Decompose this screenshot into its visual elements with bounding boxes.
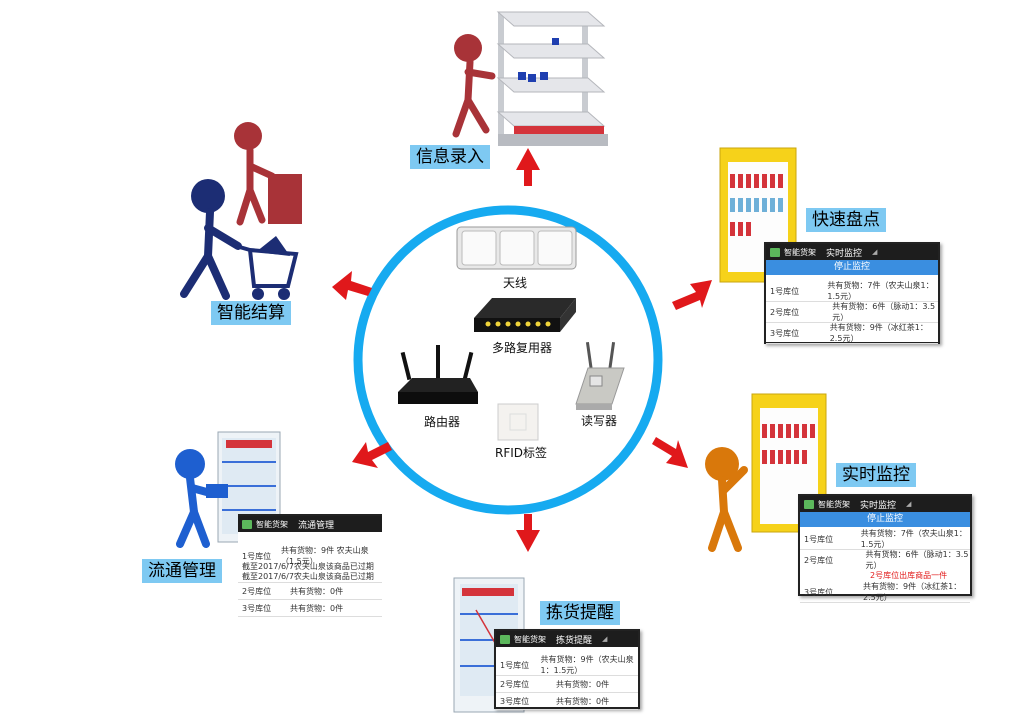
rfid-tag bbox=[497, 403, 539, 441]
panel-titlebar: 智能货架 实时监控 ◢ bbox=[800, 496, 970, 512]
reader-device bbox=[575, 342, 625, 410]
dropdown-icon[interactable]: ◢ bbox=[602, 635, 608, 643]
screen-title: 实时监控 bbox=[826, 248, 863, 259]
stop-monitor-button[interactable]: 停止监控 bbox=[766, 260, 938, 275]
slot-info: 共有货物：9件（农夫山泉1：1.5元） bbox=[540, 655, 634, 675]
app-name: 智能货架 bbox=[514, 634, 546, 644]
panel-quick-inventory: 智能货架 实时监控 ◢ 停止监控 1号库位 共有货物：7件（农夫山泉1：1.5元）… bbox=[764, 242, 940, 344]
arrow-upper-right bbox=[672, 280, 712, 310]
alert-text: 2号库位出库商品一件 bbox=[870, 571, 948, 580]
slot-label: 3号库位 bbox=[770, 328, 800, 338]
slot-label: 1号库位 bbox=[500, 660, 530, 670]
slot-info: 共有货物：0件 bbox=[556, 696, 610, 706]
list-item: 2号库位 共有货物：6件（脉动1：3.5元） bbox=[766, 302, 938, 323]
panel-titlebar: 智能货架 拣货提醒 ◢ bbox=[496, 631, 638, 647]
slot-label: 2号库位 bbox=[770, 307, 800, 317]
slot-info: 共有货物：0件 bbox=[556, 679, 610, 689]
arrow-lower-left bbox=[352, 442, 392, 468]
shopping-bag bbox=[268, 174, 302, 224]
slot-info: 共有货物：9件 农夫山泉（1.5元） bbox=[280, 546, 369, 566]
list-item: 2号库位 共有货物：0件 bbox=[238, 583, 382, 600]
slot-info: 共有货物：9件（冰红茶1：2.5元） bbox=[829, 323, 928, 343]
panel-titlebar: 智能货架 流通管理 bbox=[238, 516, 382, 532]
figure-checkout-navy bbox=[180, 179, 242, 300]
slot-info: 共有货物：7件（农夫山泉1：1.5元） bbox=[860, 529, 967, 549]
list-item: 2号库位 共有货物：6件（脉动1：3.5元） bbox=[800, 550, 970, 570]
slot-info: 共有货物：7件（农夫山泉1：1.5元） bbox=[827, 281, 934, 301]
slot-label: 3号库位 bbox=[242, 603, 272, 613]
slot-label: 1号库位 bbox=[804, 534, 834, 544]
list-item: 2号库位 共有货物：0件 bbox=[496, 676, 638, 693]
hub-ring bbox=[353, 205, 663, 515]
slot-label: 2号库位 bbox=[804, 555, 834, 565]
list-item: 3号库位 共有货物：0件 bbox=[238, 600, 382, 617]
node-flow-manage: 流通管理 bbox=[142, 559, 222, 583]
slot-info: 共有货物：9件（冰红茶1：2.5元） bbox=[863, 582, 962, 602]
arrow-up bbox=[516, 148, 540, 186]
list-item: 1号库位共有货物：9件（农夫山泉1：1.5元） bbox=[496, 655, 638, 676]
panel-titlebar: 智能货架 实时监控 ◢ bbox=[766, 244, 938, 260]
list-item: 1号库位共有货物：9件 农夫山泉（1.5元） bbox=[238, 546, 382, 566]
home-icon[interactable] bbox=[804, 499, 814, 509]
reader-label: 读写器 bbox=[581, 414, 618, 428]
stop-monitor-button[interactable]: 停止监控 bbox=[800, 512, 970, 527]
node-realtime-monitor: 实时监控 bbox=[836, 463, 916, 487]
expiry-note: 截至2017/6/7农夫山泉该商品已过期 bbox=[242, 562, 374, 571]
figure-flow bbox=[175, 449, 218, 548]
list-item: 1号库位 共有货物：7件（农夫山泉1：1.5元） bbox=[800, 529, 970, 550]
screen-title: 拣货提醒 bbox=[556, 635, 593, 646]
screen-title: 实时监控 bbox=[860, 500, 897, 511]
arrow-lower-right bbox=[652, 437, 688, 468]
list-item: 3号库位 共有货物：9件（冰红茶1：2.5元） bbox=[800, 582, 970, 603]
multiplexer-device bbox=[474, 298, 576, 332]
panel-flow-manage: 智能货架 流通管理 1号库位共有货物：9件 农夫山泉（1.5元） 截至2017/… bbox=[238, 514, 382, 617]
list-item: 3号库位 共有货物：0件 bbox=[496, 693, 638, 710]
node-pick-remind: 拣货提醒 bbox=[540, 601, 620, 625]
arrow-upper-left bbox=[332, 271, 372, 300]
home-icon[interactable] bbox=[242, 519, 252, 529]
slot-label: 3号库位 bbox=[804, 587, 834, 597]
app-name: 智能货架 bbox=[784, 247, 816, 257]
expiry-note: 截至2017/6/7农夫山泉该商品已过期 bbox=[238, 572, 382, 583]
multiplexer-label: 多路复用器 bbox=[492, 341, 553, 355]
panel-realtime-monitor: 智能货架 实时监控 ◢ 停止监控 1号库位 共有货物：7件（农夫山泉1：1.5元）… bbox=[798, 494, 972, 603]
slot-label: 2号库位 bbox=[500, 679, 530, 689]
dropdown-icon[interactable]: ◢ bbox=[906, 500, 912, 508]
slot-info: 共有货物：0件 bbox=[290, 603, 344, 613]
node-smart-checkout: 智能结算 bbox=[211, 301, 291, 325]
slot-label: 1号库位 bbox=[242, 551, 272, 561]
antenna-label: 天线 bbox=[503, 276, 528, 290]
rfid-tag-label: RFID标签 bbox=[495, 446, 548, 460]
slot-info: 共有货物：0件 bbox=[290, 586, 344, 596]
arrows bbox=[332, 148, 712, 552]
shopping-cart bbox=[235, 244, 299, 300]
arrow-down bbox=[516, 514, 540, 552]
screen-title: 流通管理 bbox=[298, 520, 335, 531]
cart-goods bbox=[256, 236, 290, 256]
figure-monitor bbox=[705, 447, 748, 552]
antenna-device bbox=[456, 226, 577, 270]
list-item: 3号库位 共有货物：9件（冰红茶1：2.5元） bbox=[766, 323, 938, 344]
node-info-entry: 信息录入 bbox=[410, 145, 490, 169]
slot-info: 共有货物：6件（脉动1：3.5元） bbox=[832, 302, 936, 322]
node-quick-inventory: 快速盘点 bbox=[806, 208, 886, 232]
home-icon[interactable] bbox=[770, 247, 780, 257]
list-item: 1号库位 共有货物：7件（农夫山泉1：1.5元） bbox=[766, 281, 938, 302]
router-label: 路由器 bbox=[424, 415, 461, 429]
slot-label: 1号库位 bbox=[770, 286, 800, 296]
slot-label: 2号库位 bbox=[242, 586, 272, 596]
slot-info: 共有货物：6件（脉动1：3.5元） bbox=[865, 550, 969, 570]
flow-box bbox=[206, 484, 228, 498]
app-name: 智能货架 bbox=[256, 519, 288, 529]
router-device bbox=[398, 345, 478, 404]
dropdown-icon[interactable]: ◢ bbox=[872, 248, 878, 256]
panel-pick-remind: 智能货架 拣货提醒 ◢ 1号库位共有货物：9件（农夫山泉1：1.5元） 2号库位… bbox=[494, 629, 640, 710]
shelf-top bbox=[496, 11, 608, 146]
home-icon[interactable] bbox=[500, 634, 510, 644]
app-name: 智能货架 bbox=[818, 499, 850, 509]
figure-info-entry bbox=[452, 34, 496, 138]
slot-label: 3号库位 bbox=[500, 696, 530, 706]
figure-checkout-red bbox=[234, 122, 276, 226]
